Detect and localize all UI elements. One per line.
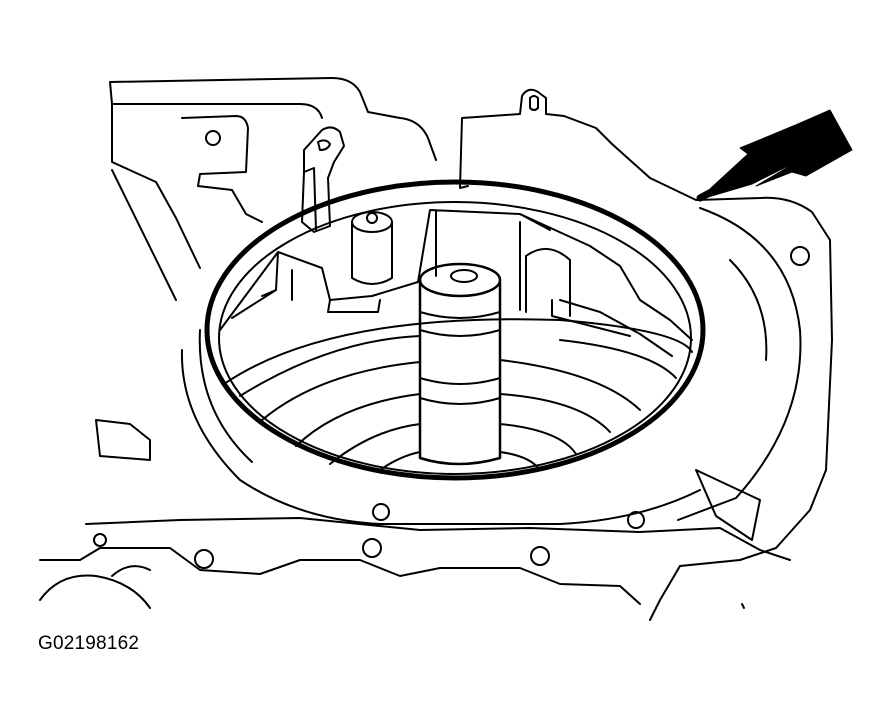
bore-step-2	[240, 336, 676, 396]
bore-step-6	[380, 452, 540, 470]
flange-bolt-hole-2	[628, 512, 644, 528]
flange-bolt-hole-1	[373, 504, 389, 520]
flange-bolt-hole-4	[363, 539, 381, 557]
upper-locating-tab	[460, 90, 612, 188]
bore-step-3	[262, 360, 640, 420]
snap-ring-inner	[219, 202, 691, 474]
flange-bolt-hole-6	[94, 534, 106, 546]
bore-step-5	[330, 424, 576, 464]
case-bolt-hole	[206, 131, 220, 145]
gasket-face-right	[612, 144, 832, 620]
bore-step-1	[224, 319, 692, 384]
figure-id-label: G02198162	[38, 633, 140, 654]
case-left-tab	[182, 116, 262, 222]
input-shaft-top	[420, 264, 500, 296]
flange-bolt-hole-5	[531, 547, 549, 565]
snap-ring	[207, 182, 703, 478]
input-shaft-bore	[451, 270, 477, 282]
flange-bolt-hole-3	[195, 550, 213, 568]
gasket-bolt-hole-right	[791, 247, 809, 265]
rear-boss-hole	[367, 213, 377, 223]
case-outer-outline	[110, 78, 436, 300]
pointer-arrow-shaft-icon	[700, 150, 790, 198]
gasket-notch-right	[696, 470, 760, 540]
input-shaft	[420, 282, 500, 464]
pivot-post	[302, 127, 344, 232]
misc-mark	[742, 604, 744, 608]
rear-boss-right	[526, 249, 570, 316]
lower-flange	[40, 330, 790, 604]
rear-boss	[352, 222, 392, 284]
lower-left-boss	[40, 566, 150, 608]
internal-web	[220, 210, 692, 356]
bore-step-4	[296, 394, 610, 446]
input-shaft-shoulder	[420, 312, 500, 404]
